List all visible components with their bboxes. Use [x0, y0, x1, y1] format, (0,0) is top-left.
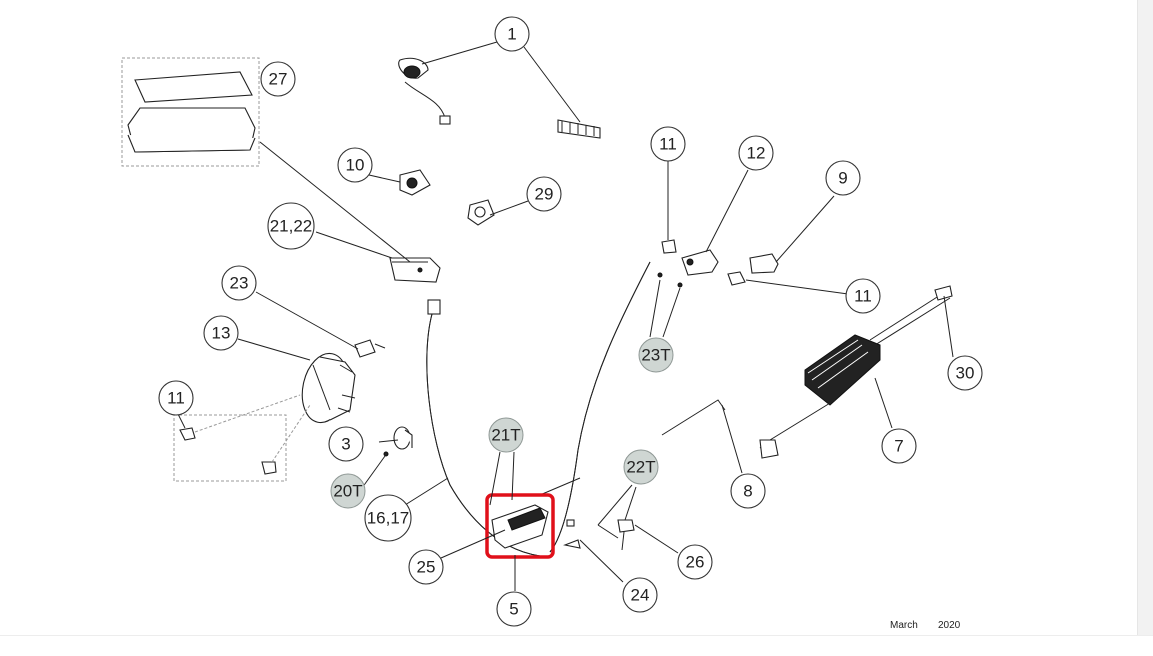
- part-8-cable: [661, 399, 726, 436]
- footer-year: 2020: [938, 620, 961, 631]
- svg-text:11: 11: [854, 286, 872, 305]
- parts-diagram: 1 27 10 29 21,22 23 13 11 3 20T 16,17 21…: [121, 16, 983, 631]
- svg-text:30: 30: [956, 363, 975, 382]
- svg-text:7: 7: [894, 436, 903, 455]
- callout-1: 1: [494, 16, 530, 52]
- svg-text:21T: 21T: [491, 425, 520, 444]
- callout-16-17: 16,17: [364, 494, 412, 542]
- svg-text:23T: 23T: [641, 345, 670, 364]
- svg-text:3: 3: [341, 434, 350, 453]
- part-12-module: [681, 249, 719, 276]
- callout-10: 10: [337, 147, 373, 183]
- svg-text:8: 8: [743, 481, 752, 500]
- svg-text:11: 11: [659, 134, 677, 153]
- callout-23: 23: [221, 265, 257, 301]
- callout-9: 9: [825, 160, 861, 196]
- leader-lines: [177, 41, 954, 591]
- svg-text:24: 24: [631, 585, 650, 604]
- footer-month: March: [890, 620, 918, 631]
- bottom-strip: [0, 635, 1153, 656]
- svg-text:26: 26: [686, 552, 705, 571]
- part-23-bulb: [354, 339, 386, 358]
- vertical-scrollbar[interactable]: [1137, 0, 1153, 635]
- svg-text:27: 27: [269, 69, 288, 88]
- callout-11-left: 11: [158, 380, 194, 416]
- part-1-grips: [398, 57, 601, 139]
- part-5-controller: [491, 504, 549, 549]
- part-10-switch: [399, 169, 431, 196]
- svg-text:1: 1: [507, 24, 516, 43]
- part-27-lamp-cover: [121, 57, 260, 167]
- callout-23T: 23T: [638, 337, 674, 373]
- part-26-sensor: [617, 519, 635, 551]
- callout-25: 25: [408, 549, 444, 585]
- callout-24: 24: [622, 577, 658, 613]
- svg-text:21,22: 21,22: [270, 216, 313, 235]
- callout-11-right: 11: [845, 278, 881, 314]
- svg-text:12: 12: [747, 143, 766, 162]
- callout-26: 26: [677, 544, 713, 580]
- part-29-switch: [467, 199, 495, 226]
- callout-13: 13: [203, 315, 239, 351]
- callout-8: 8: [730, 473, 766, 509]
- part-21-22-module: [389, 257, 441, 283]
- svg-text:10: 10: [346, 155, 365, 174]
- svg-text:22T: 22T: [626, 457, 655, 476]
- part-24-connector: [563, 519, 581, 549]
- part-9-cap: [749, 253, 779, 274]
- diagram-canvas: 1 27 10 29 21,22 23 13 11 3 20T 16,17 21…: [121, 16, 983, 631]
- highlight-box: [485, 493, 555, 559]
- part-11-upper-bolt: [661, 239, 677, 254]
- svg-text:13: 13: [212, 323, 231, 342]
- callout-21T: 21T: [488, 417, 524, 453]
- part-13-headlamp: [301, 352, 356, 424]
- svg-text:25: 25: [417, 557, 436, 576]
- svg-text:11: 11: [167, 388, 185, 407]
- callout-20T: 20T: [330, 473, 366, 509]
- callout-22T: 22T: [623, 449, 659, 485]
- callout-11-top: 11: [650, 126, 686, 162]
- callout-27: 27: [260, 61, 296, 97]
- part-3-horn: [383, 426, 413, 457]
- callout-12: 12: [738, 135, 774, 171]
- svg-text:20T: 20T: [333, 481, 362, 500]
- callout-7: 7: [881, 428, 917, 464]
- callout-21-22: 21,22: [267, 202, 315, 250]
- svg-text:9: 9: [838, 168, 847, 187]
- svg-text:16,17: 16,17: [367, 508, 410, 527]
- part-7-charger: [759, 285, 953, 459]
- callout-5: 5: [496, 591, 532, 627]
- callout-3: 3: [328, 426, 364, 462]
- part-11-left-fasteners: [173, 394, 311, 482]
- callout-30: 30: [947, 355, 983, 391]
- part-11-lower-bolt: [727, 271, 746, 286]
- svg-text:5: 5: [509, 599, 518, 618]
- main-harness: [539, 261, 651, 553]
- svg-text:23: 23: [230, 273, 249, 292]
- svg-text:29: 29: [535, 184, 554, 203]
- callout-29: 29: [526, 176, 562, 212]
